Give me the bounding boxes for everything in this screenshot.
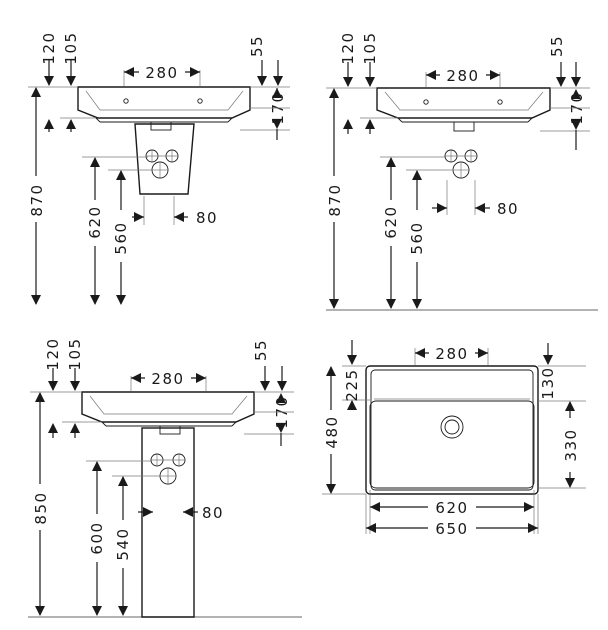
dim-label: 55 xyxy=(252,339,270,361)
dim-label: 280 xyxy=(435,345,468,363)
dim-label: 105 xyxy=(66,337,84,370)
dim-620-v2: 620 xyxy=(382,157,400,309)
tap-hole xyxy=(197,98,203,104)
basin-edge xyxy=(95,117,101,123)
view-wall-mounted: 280 120 105 55 170 870 xyxy=(326,31,598,311)
dim-105-v1: 105 xyxy=(62,31,80,132)
dim-120-v3: 120 xyxy=(44,337,62,438)
dim-label: 560 xyxy=(408,221,426,254)
dim-170-v1: 170 xyxy=(250,88,290,140)
dim-170-v3: 170 xyxy=(254,393,294,446)
dim-label: 620 xyxy=(382,205,400,238)
dim-280-v1: 280 xyxy=(124,62,200,82)
dim-label: 55 xyxy=(548,35,566,57)
basin-outline xyxy=(77,86,251,119)
dim-label: 560 xyxy=(112,221,130,254)
waste-outlet xyxy=(159,425,181,435)
basin-inner xyxy=(384,91,544,111)
dim-label: 55 xyxy=(248,35,266,57)
dim-label: 620 xyxy=(86,205,104,238)
dim-label: 850 xyxy=(32,491,50,524)
dim-label: 330 xyxy=(562,428,580,461)
dim-280-v2: 280 xyxy=(426,65,500,85)
dim-80-v3: 80 xyxy=(138,504,224,522)
dim-870-v1: 870 xyxy=(28,87,46,305)
dim-280-v3: 280 xyxy=(131,368,206,388)
dim-label: 540 xyxy=(114,527,132,560)
dim-label: 620 xyxy=(435,499,468,517)
dim-560-v1: 560 xyxy=(112,170,130,305)
dim-105-v3: 105 xyxy=(66,337,84,438)
dim-label: 120 xyxy=(44,337,62,370)
dim-label: 650 xyxy=(435,520,468,538)
dim-80-v1: 80 xyxy=(132,209,218,227)
dim-540-v3: 540 xyxy=(114,476,132,616)
dim-120-v1: 120 xyxy=(40,31,58,132)
dim-label: 280 xyxy=(151,370,184,388)
dim-225-v4: 225 xyxy=(343,340,361,410)
view-top: 280 225 480 130 330 620 650 xyxy=(322,340,586,538)
basin-bowl xyxy=(369,400,535,489)
view-wall-mounted-with-cover: 280 120 105 55 170 870 xyxy=(28,31,290,305)
pedestal xyxy=(141,427,195,618)
basin-inner xyxy=(89,395,248,415)
tap-hole xyxy=(423,99,429,105)
dim-label: 280 xyxy=(145,64,178,82)
view-with-pedestal: 280 120 105 55 170 850 xyxy=(28,337,302,618)
dim-label: 600 xyxy=(88,521,106,554)
dim-label: 80 xyxy=(497,200,519,218)
dim-55-v3: 55 xyxy=(252,339,287,391)
basin-edge xyxy=(227,117,233,123)
dim-330-v4: 330 xyxy=(562,401,580,488)
basin-top-rim xyxy=(370,369,534,491)
dim-480-v4: 480 xyxy=(323,366,341,494)
dim-280-v4: 280 xyxy=(415,343,488,363)
dim-label: 870 xyxy=(28,183,46,216)
dim-870-v2: 870 xyxy=(326,88,344,309)
dim-130-v4: 130 xyxy=(539,343,557,400)
dim-850-v3: 850 xyxy=(32,392,50,616)
siphon-cover xyxy=(134,123,195,195)
dim-120-v2: 120 xyxy=(339,31,357,134)
drain-icon xyxy=(440,415,464,439)
dim-label: 105 xyxy=(62,31,80,64)
basin-outline xyxy=(376,87,551,119)
dim-label: 120 xyxy=(339,31,357,64)
dim-label: 105 xyxy=(361,31,379,64)
dim-label: 130 xyxy=(539,366,557,399)
basin-inner xyxy=(85,90,244,111)
dim-600-v3: 600 xyxy=(88,461,106,616)
dim-170-v2: 170 xyxy=(550,89,590,150)
tap-hole xyxy=(497,99,503,105)
dim-105-v2: 105 xyxy=(361,31,379,134)
dim-label: 225 xyxy=(343,368,361,401)
tap-hole xyxy=(123,98,129,104)
dim-label: 280 xyxy=(446,67,479,85)
dim-560-v2: 560 xyxy=(408,170,426,309)
dim-620-v1: 620 xyxy=(86,157,104,305)
waste-outlet xyxy=(150,121,172,131)
basin-top-outline xyxy=(365,365,539,495)
dim-80-v2: 80 xyxy=(432,200,519,218)
dim-label: 120 xyxy=(40,31,58,64)
dim-label: 80 xyxy=(196,209,218,227)
dim-55-v1: 55 xyxy=(248,35,283,86)
dim-label: 80 xyxy=(202,504,224,522)
basin-outline xyxy=(81,391,255,423)
dim-label: 480 xyxy=(323,415,341,448)
drain-inner xyxy=(444,419,460,435)
dim-55-v2: 55 xyxy=(548,35,581,87)
dim-label: 870 xyxy=(326,183,344,216)
dim-620-v4: 620 xyxy=(370,499,534,517)
dim-650-v4: 650 xyxy=(366,520,538,538)
waste-outlet xyxy=(453,121,475,132)
